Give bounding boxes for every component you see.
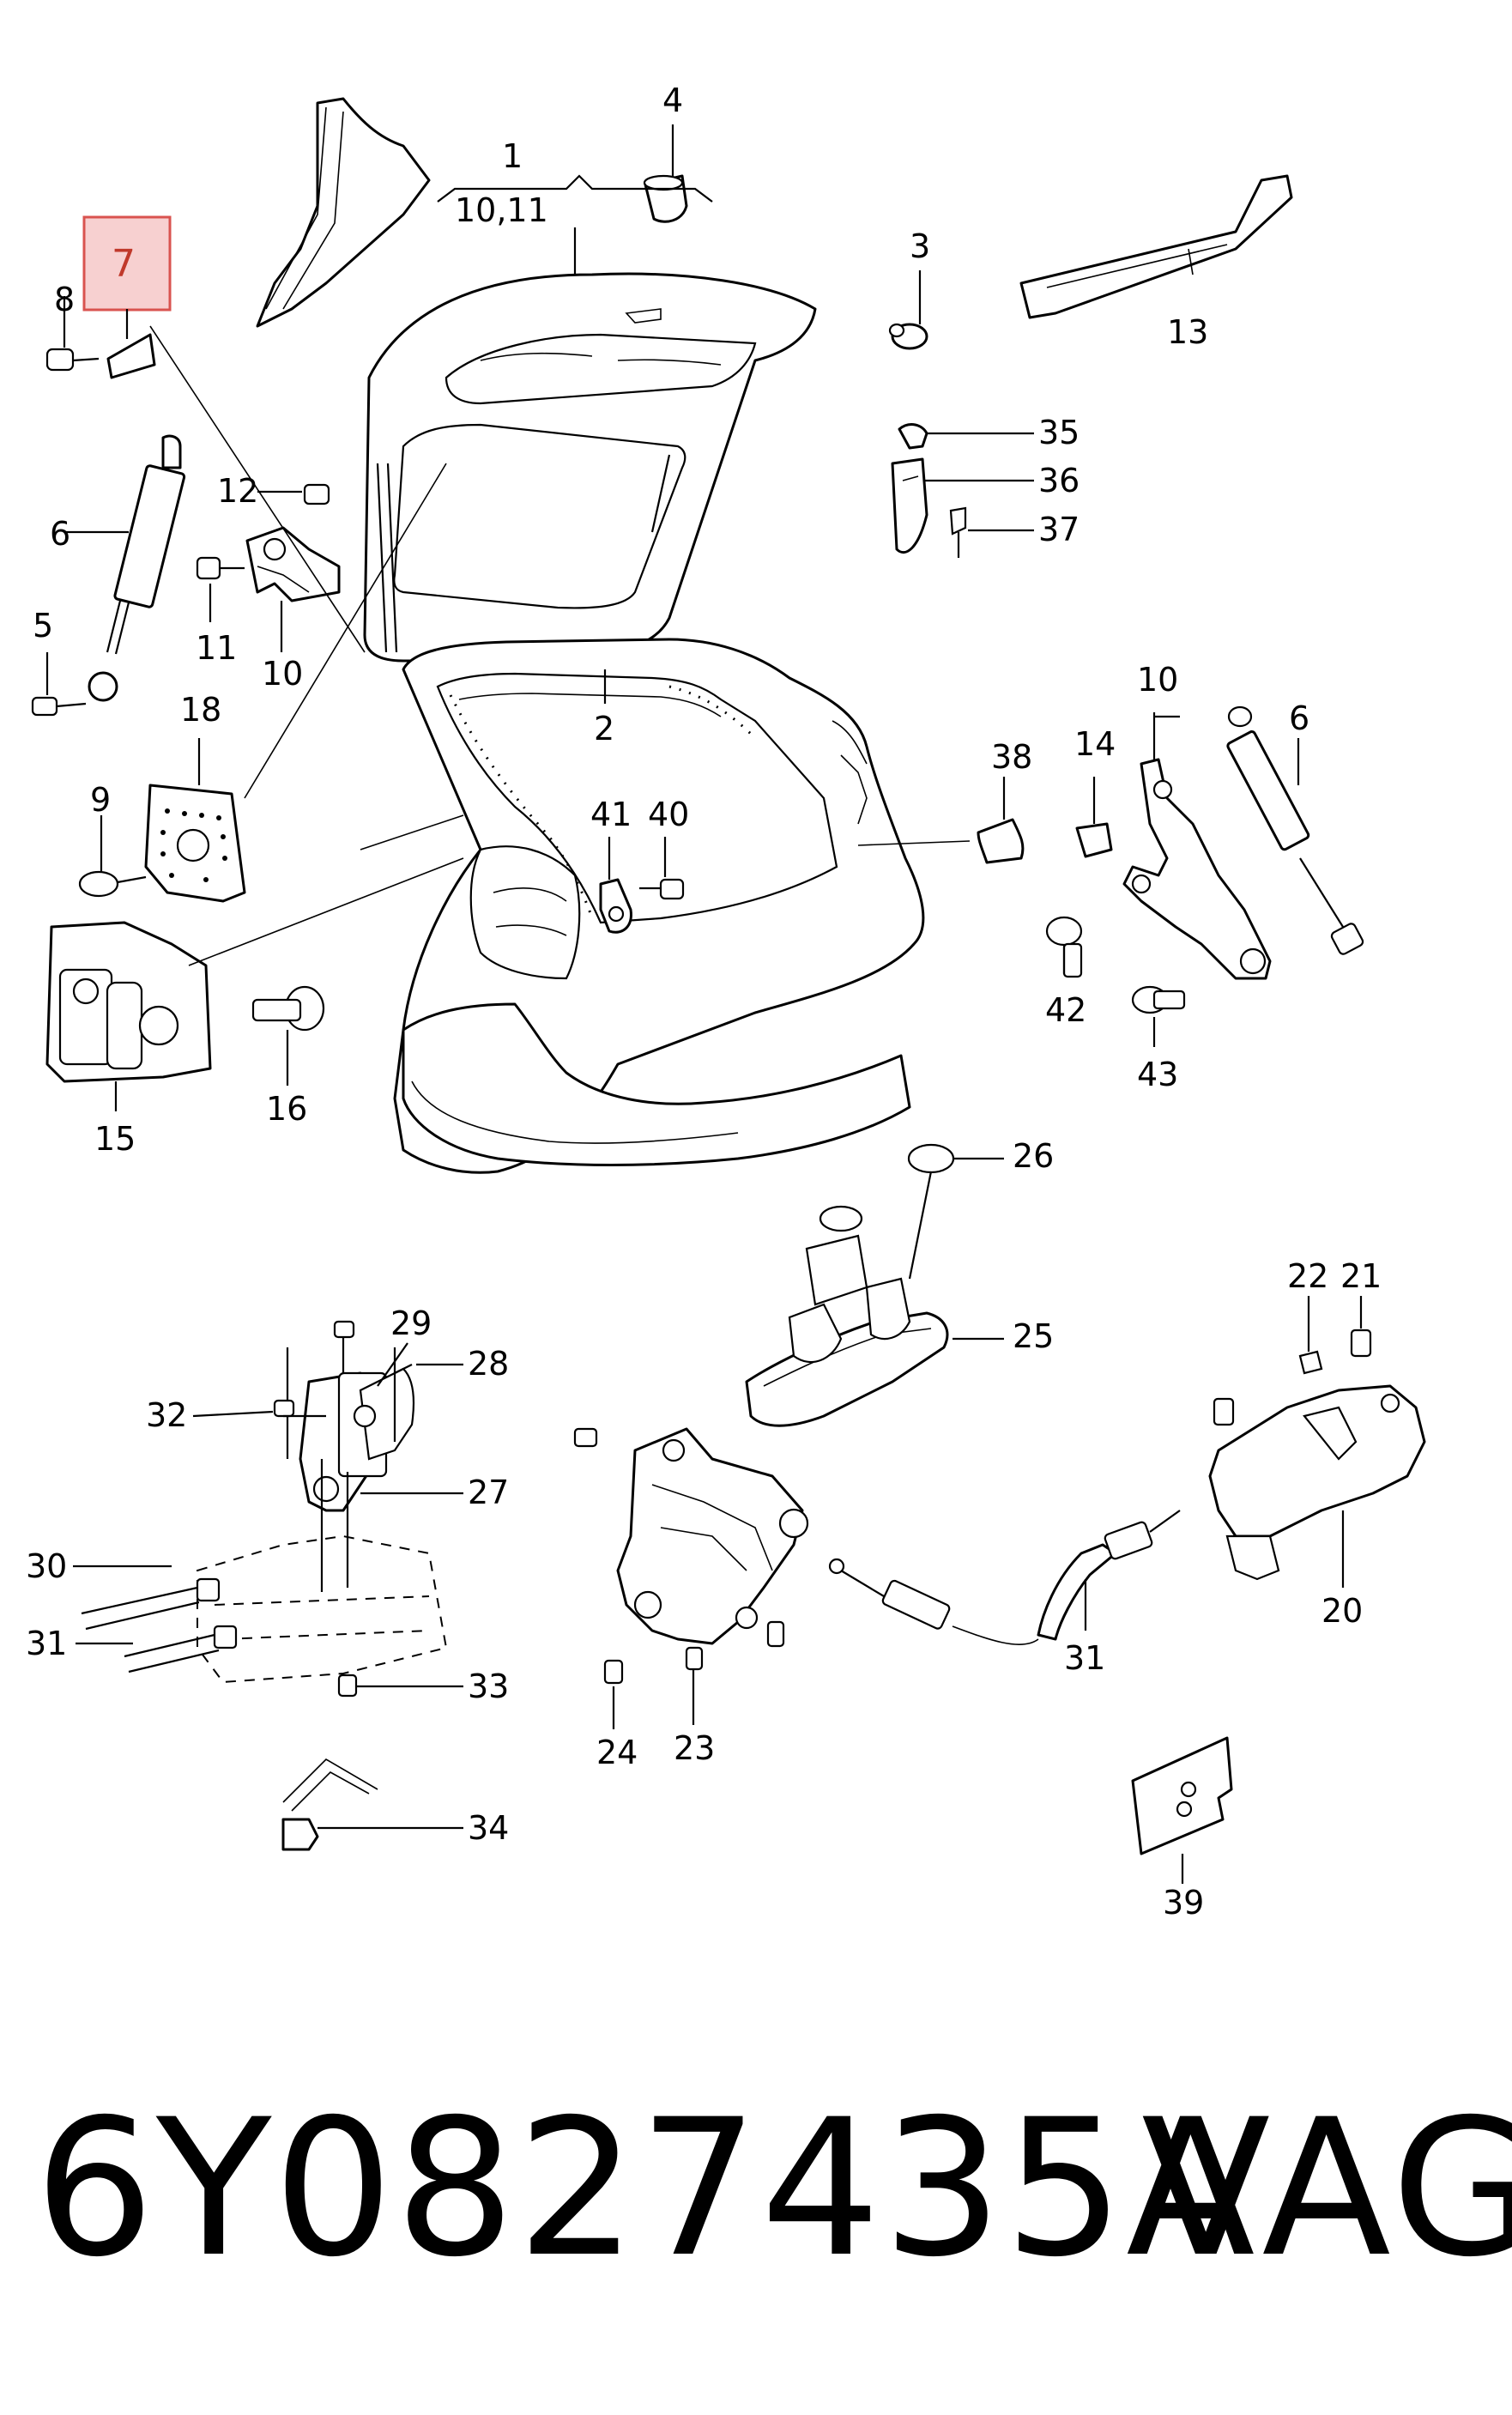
- lock-cylinder-25: [745, 1143, 1004, 1427]
- callout-31: 31: [26, 1625, 67, 1662]
- callout-16: 16: [266, 1090, 307, 1128]
- bolt-43: [1131, 985, 1186, 1047]
- bolt-12: [257, 483, 330, 505]
- callout-31b: 31: [1064, 1639, 1105, 1677]
- bolt-11: [196, 556, 245, 622]
- callout-12: 12: [217, 472, 258, 510]
- bolt-42: [1045, 916, 1083, 978]
- bracket-41: [599, 837, 632, 934]
- rear-spoiler: [1019, 174, 1293, 319]
- callout-26: 26: [1013, 1137, 1054, 1175]
- callout-4: 4: [662, 82, 683, 119]
- hinge-10-right: [1122, 712, 1272, 980]
- callout-11: 11: [196, 629, 237, 667]
- callout-5: 5: [33, 607, 53, 645]
- callout-21: 21: [1340, 1257, 1382, 1295]
- lock-20: [1208, 1296, 1426, 1588]
- callout-28: 28: [468, 1345, 509, 1383]
- tailgate-lock-23: [573, 1427, 809, 1729]
- striker-assembly: [73, 1320, 463, 1851]
- callout-10: 10: [262, 655, 303, 693]
- callout-33: 33: [468, 1668, 509, 1705]
- callout-1: 1: [502, 137, 523, 175]
- callout-37: 37: [1038, 511, 1080, 548]
- callout-34: 34: [468, 1809, 509, 1847]
- callout-7-highlight: 7: [82, 215, 172, 312]
- callout-10b: 10: [1137, 661, 1178, 699]
- tailgate-assembly: [363, 272, 817, 663]
- callout-6b: 6: [1289, 699, 1309, 737]
- callout-20: 20: [1321, 1592, 1363, 1630]
- grommet-4: [643, 174, 688, 223]
- callout-27: 27: [468, 1474, 509, 1511]
- pillar-trim: [256, 97, 431, 328]
- rear-body: [393, 638, 925, 1174]
- callout-22: 22: [1287, 1257, 1328, 1295]
- pad-18: [144, 738, 246, 903]
- bowden-cable-31: [828, 1510, 1181, 1645]
- callout-32: 32: [146, 1396, 187, 1434]
- gas-strut-6-left: [64, 434, 186, 702]
- callout-9: 9: [90, 781, 111, 819]
- bolt-40: [639, 837, 685, 900]
- callout-8: 8: [54, 281, 75, 318]
- svg-text:7: 7: [112, 242, 136, 286]
- bolt-8: [45, 296, 100, 372]
- callout-43: 43: [1137, 1056, 1178, 1093]
- callout-29: 29: [390, 1304, 432, 1342]
- callout-labels: 1 10,11 2 3 4 5 6 6 8 9 10 10 11 12 13 1…: [26, 82, 1382, 1922]
- callout-18: 18: [180, 691, 221, 729]
- callout-3: 3: [910, 227, 930, 265]
- callout-13: 13: [1167, 313, 1208, 351]
- callout-25: 25: [1013, 1317, 1054, 1355]
- callout-39: 39: [1163, 1884, 1204, 1922]
- callout-14: 14: [1074, 725, 1116, 763]
- bump-stop-3: [888, 323, 928, 350]
- strap-assembly: [891, 423, 967, 558]
- callout-35: 35: [1038, 414, 1080, 451]
- part-number: 6Y0827435A: [34, 2079, 1257, 2298]
- callout-2: 2: [594, 710, 614, 748]
- callout-24: 24: [596, 1734, 638, 1771]
- callout-23: 23: [674, 1729, 715, 1767]
- bolt-5: [31, 652, 87, 717]
- label-38: [857, 777, 1025, 864]
- callout-36: 36: [1038, 462, 1080, 499]
- callout-41: 41: [590, 796, 632, 833]
- label-card-39: [1131, 1736, 1233, 1884]
- screw-9: [78, 815, 147, 898]
- callout-6: 6: [50, 515, 70, 553]
- callout-30: 30: [26, 1547, 67, 1585]
- callout-40: 40: [648, 796, 689, 833]
- clip-14: [1075, 777, 1113, 858]
- hinge-10-left: [245, 526, 341, 652]
- callout-1-sub: 10,11: [455, 191, 548, 229]
- brand-name: VAG: [1141, 2079, 1512, 2298]
- callout-38: 38: [991, 738, 1032, 776]
- bracket-7: [106, 309, 156, 379]
- callout-15: 15: [94, 1120, 136, 1158]
- callout-42: 42: [1045, 991, 1086, 1029]
- gas-strut-6-right: [1226, 705, 1364, 955]
- buffer-15: [45, 921, 212, 1111]
- bolt-16: [251, 985, 325, 1086]
